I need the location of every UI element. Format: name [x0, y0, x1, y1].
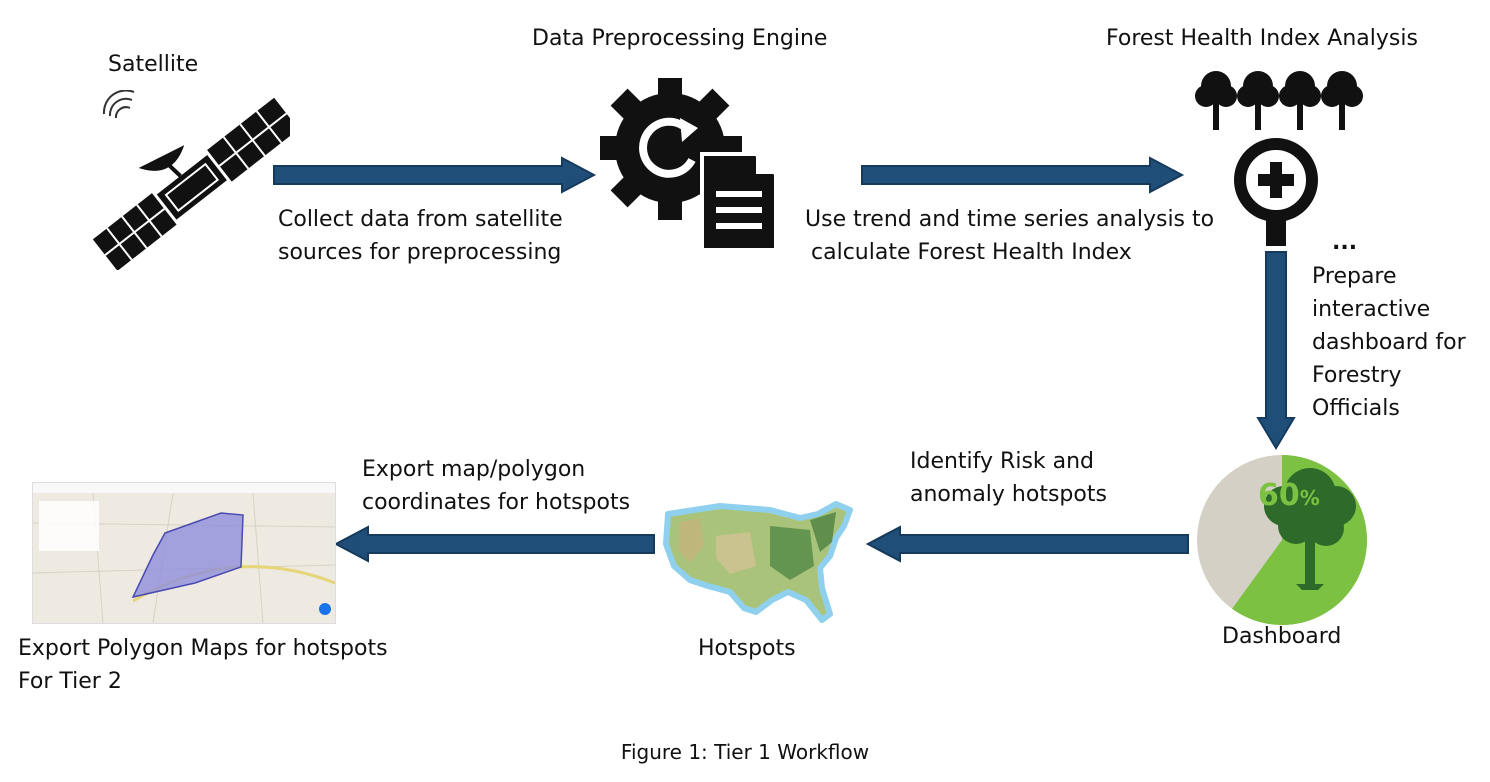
exportmap-label-line2: coordinates for hotspots: [362, 490, 631, 515]
dashboard-title: Dashboard: [1222, 624, 1342, 649]
arrow-satellite-to-engine: [272, 156, 597, 194]
identify-label-line1: Identify Risk and: [910, 449, 1095, 474]
prepare-label-line4: Forestry: [1312, 363, 1402, 388]
collect-label-line1: Collect data from satellite: [278, 207, 563, 232]
magnifier-plus-icon: [1226, 136, 1326, 248]
arrow-engine-to-analysis: [860, 156, 1185, 194]
gauge-value: 60: [1258, 478, 1300, 513]
figure-caption: Figure 1: Tier 1 Workflow: [620, 740, 870, 764]
trend-label: Use trend and time series analysis to ca…: [805, 203, 1214, 269]
hotspots-title: Hotspots: [698, 636, 796, 661]
trend-label-line1: Use trend and time series analysis to: [805, 207, 1215, 232]
prepare-label-line1: Prepare: [1312, 264, 1397, 289]
export-title-line1: Export Polygon Maps for hotspots: [18, 636, 388, 661]
trees-icon: [1194, 66, 1366, 132]
export-title-line2: For Tier 2: [18, 669, 122, 694]
polygon-map-thumbnail: [32, 482, 336, 624]
gear-document-icon: [600, 78, 790, 258]
dashboard-gauge: [1192, 450, 1372, 630]
satellite-icon: [90, 90, 290, 270]
collect-label: Collect data from satellite sources for …: [278, 203, 563, 269]
analysis-title: Forest Health Index Analysis: [1106, 26, 1418, 51]
us-hotspot-map: [660, 496, 858, 628]
engine-title: Data Preprocessing Engine: [532, 26, 828, 51]
prepare-ellipsis: ...: [1332, 230, 1358, 255]
prepare-label-line3: dashboard for: [1312, 330, 1466, 355]
identify-label-line2: anomaly hotspots: [910, 482, 1107, 507]
prepare-label-line5: Officials: [1312, 396, 1400, 421]
exportmap-label: Export map/polygon coordinates for hotsp…: [362, 453, 630, 519]
satellite-title: Satellite: [108, 52, 199, 77]
export-title: Export Polygon Maps for hotspots For Tie…: [18, 632, 388, 698]
arrow-analysis-to-dashboard: [1256, 250, 1296, 450]
exportmap-label-line1: Export map/polygon: [362, 457, 586, 482]
collect-label-line2: sources for preprocessing: [278, 240, 562, 265]
arrow-dashboard-to-hotspots: [866, 525, 1190, 563]
arrow-hotspots-to-export: [334, 525, 656, 563]
prepare-label: Prepare interactive dashboard for Forest…: [1312, 260, 1466, 425]
gauge-unit: %: [1299, 486, 1320, 510]
prepare-label-line2: interactive: [1312, 297, 1431, 322]
identify-label: Identify Risk and anomaly hotspots: [910, 445, 1107, 511]
trend-label-line2: calculate Forest Health Index: [811, 240, 1132, 265]
gauge-value-label: 60%: [1258, 478, 1320, 513]
